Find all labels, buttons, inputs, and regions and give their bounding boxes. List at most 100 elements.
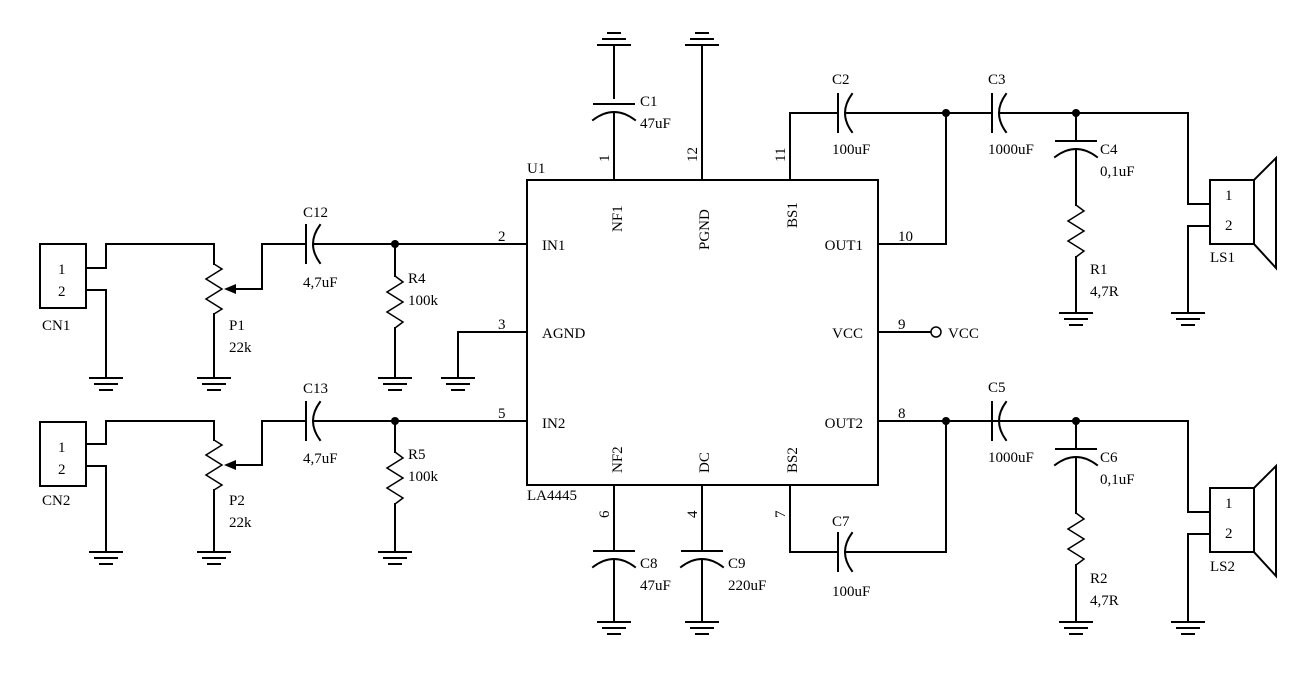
c6-value: 0,1uF (1100, 472, 1135, 488)
ls2-ref: LS2 (1210, 559, 1235, 575)
ground-c9 (685, 621, 719, 635)
capacitor-c13: C13 4,7uF (261, 381, 396, 467)
cn1-pin1: 1 (58, 262, 66, 278)
ground-r5 (378, 551, 412, 565)
pin-name-in2: IN2 (542, 416, 565, 432)
pin-name-bs2: BS2 (785, 447, 801, 473)
c3-value: 1000uF (988, 142, 1034, 158)
c12-ref: C12 (303, 205, 328, 221)
ground-c1 (597, 32, 631, 46)
c13-ref: C13 (303, 381, 328, 397)
ground-p2 (197, 551, 231, 565)
pin-num-3: 3 (498, 317, 506, 333)
r4-value: 100k (408, 293, 439, 309)
pin-num-11: 11 (773, 148, 789, 162)
pin-num-5: 5 (498, 406, 506, 422)
c2-ref: C2 (832, 72, 850, 88)
pin-name-in1: IN1 (542, 238, 565, 254)
ls1-pin1: 1 (1225, 188, 1233, 204)
c6-ref: C6 (1100, 450, 1118, 466)
resistor-r1: R1 4,7R (1066, 204, 1119, 314)
c9-value: 220uF (728, 578, 766, 594)
pin-leads (394, 243, 1003, 422)
capacitor-c2: C2 100uF (789, 72, 947, 181)
p1-ref: P1 (229, 318, 245, 334)
capacitor-c9: C9 220uF (679, 484, 766, 623)
ls1-pin2: 2 (1225, 218, 1233, 234)
vcc-label: VCC (948, 326, 979, 342)
ic-u1: U1 LA4445 IN1 AGND IN2 OUT1 VCC OUT2 NF1… (498, 147, 913, 518)
speaker-ls1: 1 2 LS1 (1187, 112, 1277, 314)
pin-num-2: 2 (498, 229, 506, 245)
cn2-ref: CN2 (42, 493, 70, 509)
c4-value: 0,1uF (1100, 164, 1135, 180)
c8-value: 47uF (640, 578, 671, 594)
ground-ls1 (1171, 312, 1205, 326)
ground-ls2 (1171, 621, 1205, 635)
ground-c8 (597, 621, 631, 635)
c7-value: 100uF (832, 584, 870, 600)
capacitor-c8: C8 47uF (591, 484, 671, 623)
c5-ref: C5 (988, 380, 1006, 396)
capacitor-c3: C3 1000uF (945, 72, 1189, 158)
ls1-ref: LS1 (1210, 250, 1235, 266)
capacitor-c5: C5 1000uF (988, 380, 1189, 466)
connector-cn2: 1 2 CN2 (39, 420, 215, 553)
pin-name-agnd: AGND (542, 326, 585, 342)
ic-part: LA4445 (527, 488, 577, 504)
connector-cn1: 1 2 CN1 (39, 243, 215, 379)
potentiometer-p2: P2 22k (204, 420, 263, 553)
pin-num-7: 7 (773, 510, 789, 518)
pin-num-1: 1 (597, 155, 613, 163)
pin-num-6: 6 (597, 510, 613, 518)
pin-name-pgnd: PGND (697, 209, 713, 250)
r1-ref: R1 (1090, 262, 1108, 278)
c12-value: 4,7uF (303, 275, 338, 291)
ls2-pin1: 1 (1225, 496, 1233, 512)
ground-r4 (378, 377, 412, 391)
r5-ref: R5 (408, 447, 426, 463)
ic-ref: U1 (527, 161, 545, 177)
c7-ref: C7 (832, 514, 850, 530)
p2-ref: P2 (229, 493, 245, 509)
r2-value: 4,7R (1090, 593, 1119, 609)
vcc-terminal: VCC (930, 326, 979, 342)
r5-value: 100k (408, 469, 439, 485)
r2-ref: R2 (1090, 571, 1108, 587)
c13-value: 4,7uF (303, 451, 338, 467)
pin-name-nf2: NF2 (610, 446, 626, 473)
capacitor-c4: C4 0,1uF (1053, 112, 1135, 206)
r1-value: 4,7R (1090, 284, 1119, 300)
capacitor-c12: C12 4,7uF (261, 205, 396, 291)
c5-value: 1000uF (988, 450, 1034, 466)
pin-name-bs1: BS1 (785, 202, 801, 228)
c9-ref: C9 (728, 556, 746, 572)
cn2-pin1: 1 (58, 440, 66, 456)
p2-value: 22k (229, 515, 252, 531)
ground-cn2 (89, 551, 123, 565)
pin-name-nf1: NF1 (610, 205, 626, 232)
pin-num-9: 9 (898, 317, 906, 333)
resistor-r5: R5 100k (385, 420, 439, 553)
pin-num-12: 12 (685, 147, 701, 162)
c2-value: 100uF (832, 142, 870, 158)
c8-ref: C8 (640, 556, 658, 572)
speaker-ls2: 1 2 LS2 (1187, 420, 1277, 623)
pin-name-vcc: VCC (832, 326, 863, 342)
pin-name-out2: OUT2 (825, 416, 863, 432)
capacitor-c1: C1 47uF (591, 44, 671, 181)
p1-value: 22k (229, 340, 252, 356)
ground-agnd (441, 377, 475, 391)
pin-name-out1: OUT1 (825, 238, 863, 254)
ls2-pin2: 2 (1225, 526, 1233, 542)
capacitor-c6: C6 0,1uF (1053, 420, 1135, 514)
ground-r2 (1059, 621, 1093, 635)
pin-num-8: 8 (898, 406, 906, 422)
potentiometer-p1: P1 22k (204, 243, 263, 379)
c3-ref: C3 (988, 72, 1006, 88)
c4-ref: C4 (1100, 142, 1118, 158)
cn1-pin2: 2 (58, 284, 66, 300)
ground-cn1 (89, 377, 123, 391)
ground-p1 (197, 377, 231, 391)
